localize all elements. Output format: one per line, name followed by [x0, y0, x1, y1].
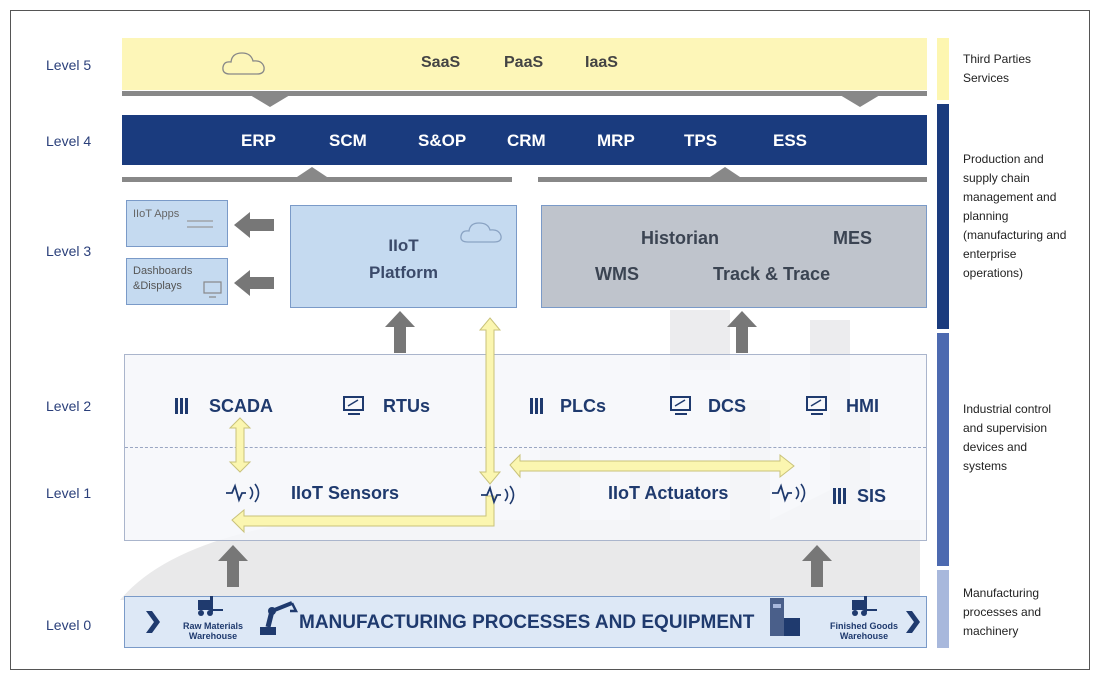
connector-4-3-left — [122, 177, 512, 182]
cloud-icon — [222, 52, 265, 75]
platform-line2: Platform — [369, 263, 438, 282]
iiot-platform-box — [290, 205, 517, 308]
up-arrow — [727, 311, 757, 353]
mrp-label: MRP — [597, 131, 635, 150]
signal-icon — [226, 483, 260, 503]
sidebar-bar-navy — [937, 104, 949, 329]
iiot-platform-title: IIoT Platform — [290, 232, 517, 286]
scm-label: SCM — [329, 131, 367, 150]
cloud-icon — [460, 222, 502, 243]
level-5-label: Level 5 — [46, 57, 92, 73]
dashboards-box: Dashboards &Displays — [126, 258, 228, 305]
down-arrow-head — [840, 95, 880, 107]
raw-line2: Warehouse — [188, 631, 238, 641]
sidebar-bar-light — [937, 570, 949, 648]
track-trace-label: Track & Trace — [713, 264, 831, 284]
level-1-label: Level 1 — [46, 485, 92, 501]
historian-label: Historian — [641, 228, 720, 248]
industrial-label: Industrial control and supervision devic… — [963, 402, 1052, 473]
left-arrow — [234, 270, 274, 296]
apps-icon — [187, 220, 213, 228]
level-4-bar — [122, 115, 927, 165]
scada-label: SCADA — [209, 396, 274, 416]
third-parties-label: Third Parties Services — [963, 52, 1032, 85]
connector-5-4 — [122, 91, 927, 96]
left-arrow — [234, 212, 274, 238]
paas-label: PaaS — [504, 54, 544, 71]
crm-label: CRM — [507, 131, 546, 150]
up-arrow — [218, 545, 248, 587]
platform-line1: IIoT — [388, 236, 419, 255]
ess-label: ESS — [773, 131, 808, 150]
finished-line2: Warehouse — [839, 631, 889, 641]
monitor-icon — [806, 396, 827, 415]
plcs-label: PLCs — [560, 396, 607, 416]
rack-icon — [530, 398, 543, 414]
level-4-label: Level 4 — [46, 133, 92, 149]
iiot-sensors-label: IIoT Sensors — [291, 483, 400, 503]
tps-label: TPS — [684, 131, 718, 150]
chevron-right-icon — [146, 611, 160, 633]
rack-icon — [175, 398, 188, 414]
production-label: Production and supply chain management a… — [963, 152, 1067, 280]
iiot-apps-label: IIoT Apps — [133, 208, 180, 220]
monitor-icon — [203, 281, 222, 298]
up-arrow — [385, 311, 415, 353]
raw-materials-label: Raw Materials Warehouse — [180, 621, 246, 641]
down-arrow-head — [250, 95, 290, 107]
iiot-actuators-label: IIoT Actuators — [608, 483, 729, 503]
wms-label: WMS — [595, 264, 639, 284]
forklift-icon — [198, 596, 223, 616]
level-divider — [125, 447, 926, 448]
sidebar-bar-yellow — [937, 38, 949, 100]
monitor-icon — [343, 396, 364, 415]
saas-label: SaaS — [421, 54, 461, 71]
sis-label: SIS — [857, 486, 887, 506]
up-arrow-head — [710, 167, 740, 177]
mes-label: MES — [833, 228, 873, 248]
up-arrow — [802, 545, 832, 587]
chevron-right-icon — [906, 611, 920, 633]
erp-label: ERP — [241, 131, 276, 150]
signal-icon — [772, 483, 806, 503]
hmi-label: HMI — [846, 396, 879, 416]
forklift-icon — [852, 596, 877, 616]
level-0-label: Level 0 — [46, 617, 92, 633]
iiot-apps-box: IIoT Apps — [126, 200, 228, 247]
finished-goods-label: Finished Goods Warehouse — [826, 621, 902, 641]
dashboards-label: Dashboards &Displays — [133, 265, 193, 292]
level-3-label: Level 3 — [46, 243, 92, 259]
machine-icon — [770, 598, 800, 636]
manufacturing-label: Manufacturing processes and machinery — [963, 586, 1042, 638]
signal-icon — [481, 485, 515, 505]
operations-box — [541, 205, 927, 308]
connector-4-3-right — [538, 177, 927, 182]
up-arrow-head — [297, 167, 327, 177]
diagram-frame — [10, 10, 1090, 670]
level-0-title: MANUFACTURING PROCESSES AND EQUIPMENT — [299, 612, 755, 633]
finished-line1: Finished Goods — [829, 621, 898, 631]
raw-line1: Raw Materials — [182, 621, 244, 631]
level-2-label: Level 2 — [46, 398, 92, 414]
sidebar-bar-blue — [937, 333, 949, 566]
iaas-label: IaaS — [585, 54, 618, 71]
monitor-icon — [670, 396, 691, 415]
robot-arm-icon — [260, 601, 299, 635]
sop-label: S&OP — [418, 131, 467, 150]
dcs-label: DCS — [708, 396, 747, 416]
rtus-label: RTUs — [383, 396, 431, 416]
level-5-bar — [122, 38, 927, 90]
rack-icon — [833, 488, 846, 504]
